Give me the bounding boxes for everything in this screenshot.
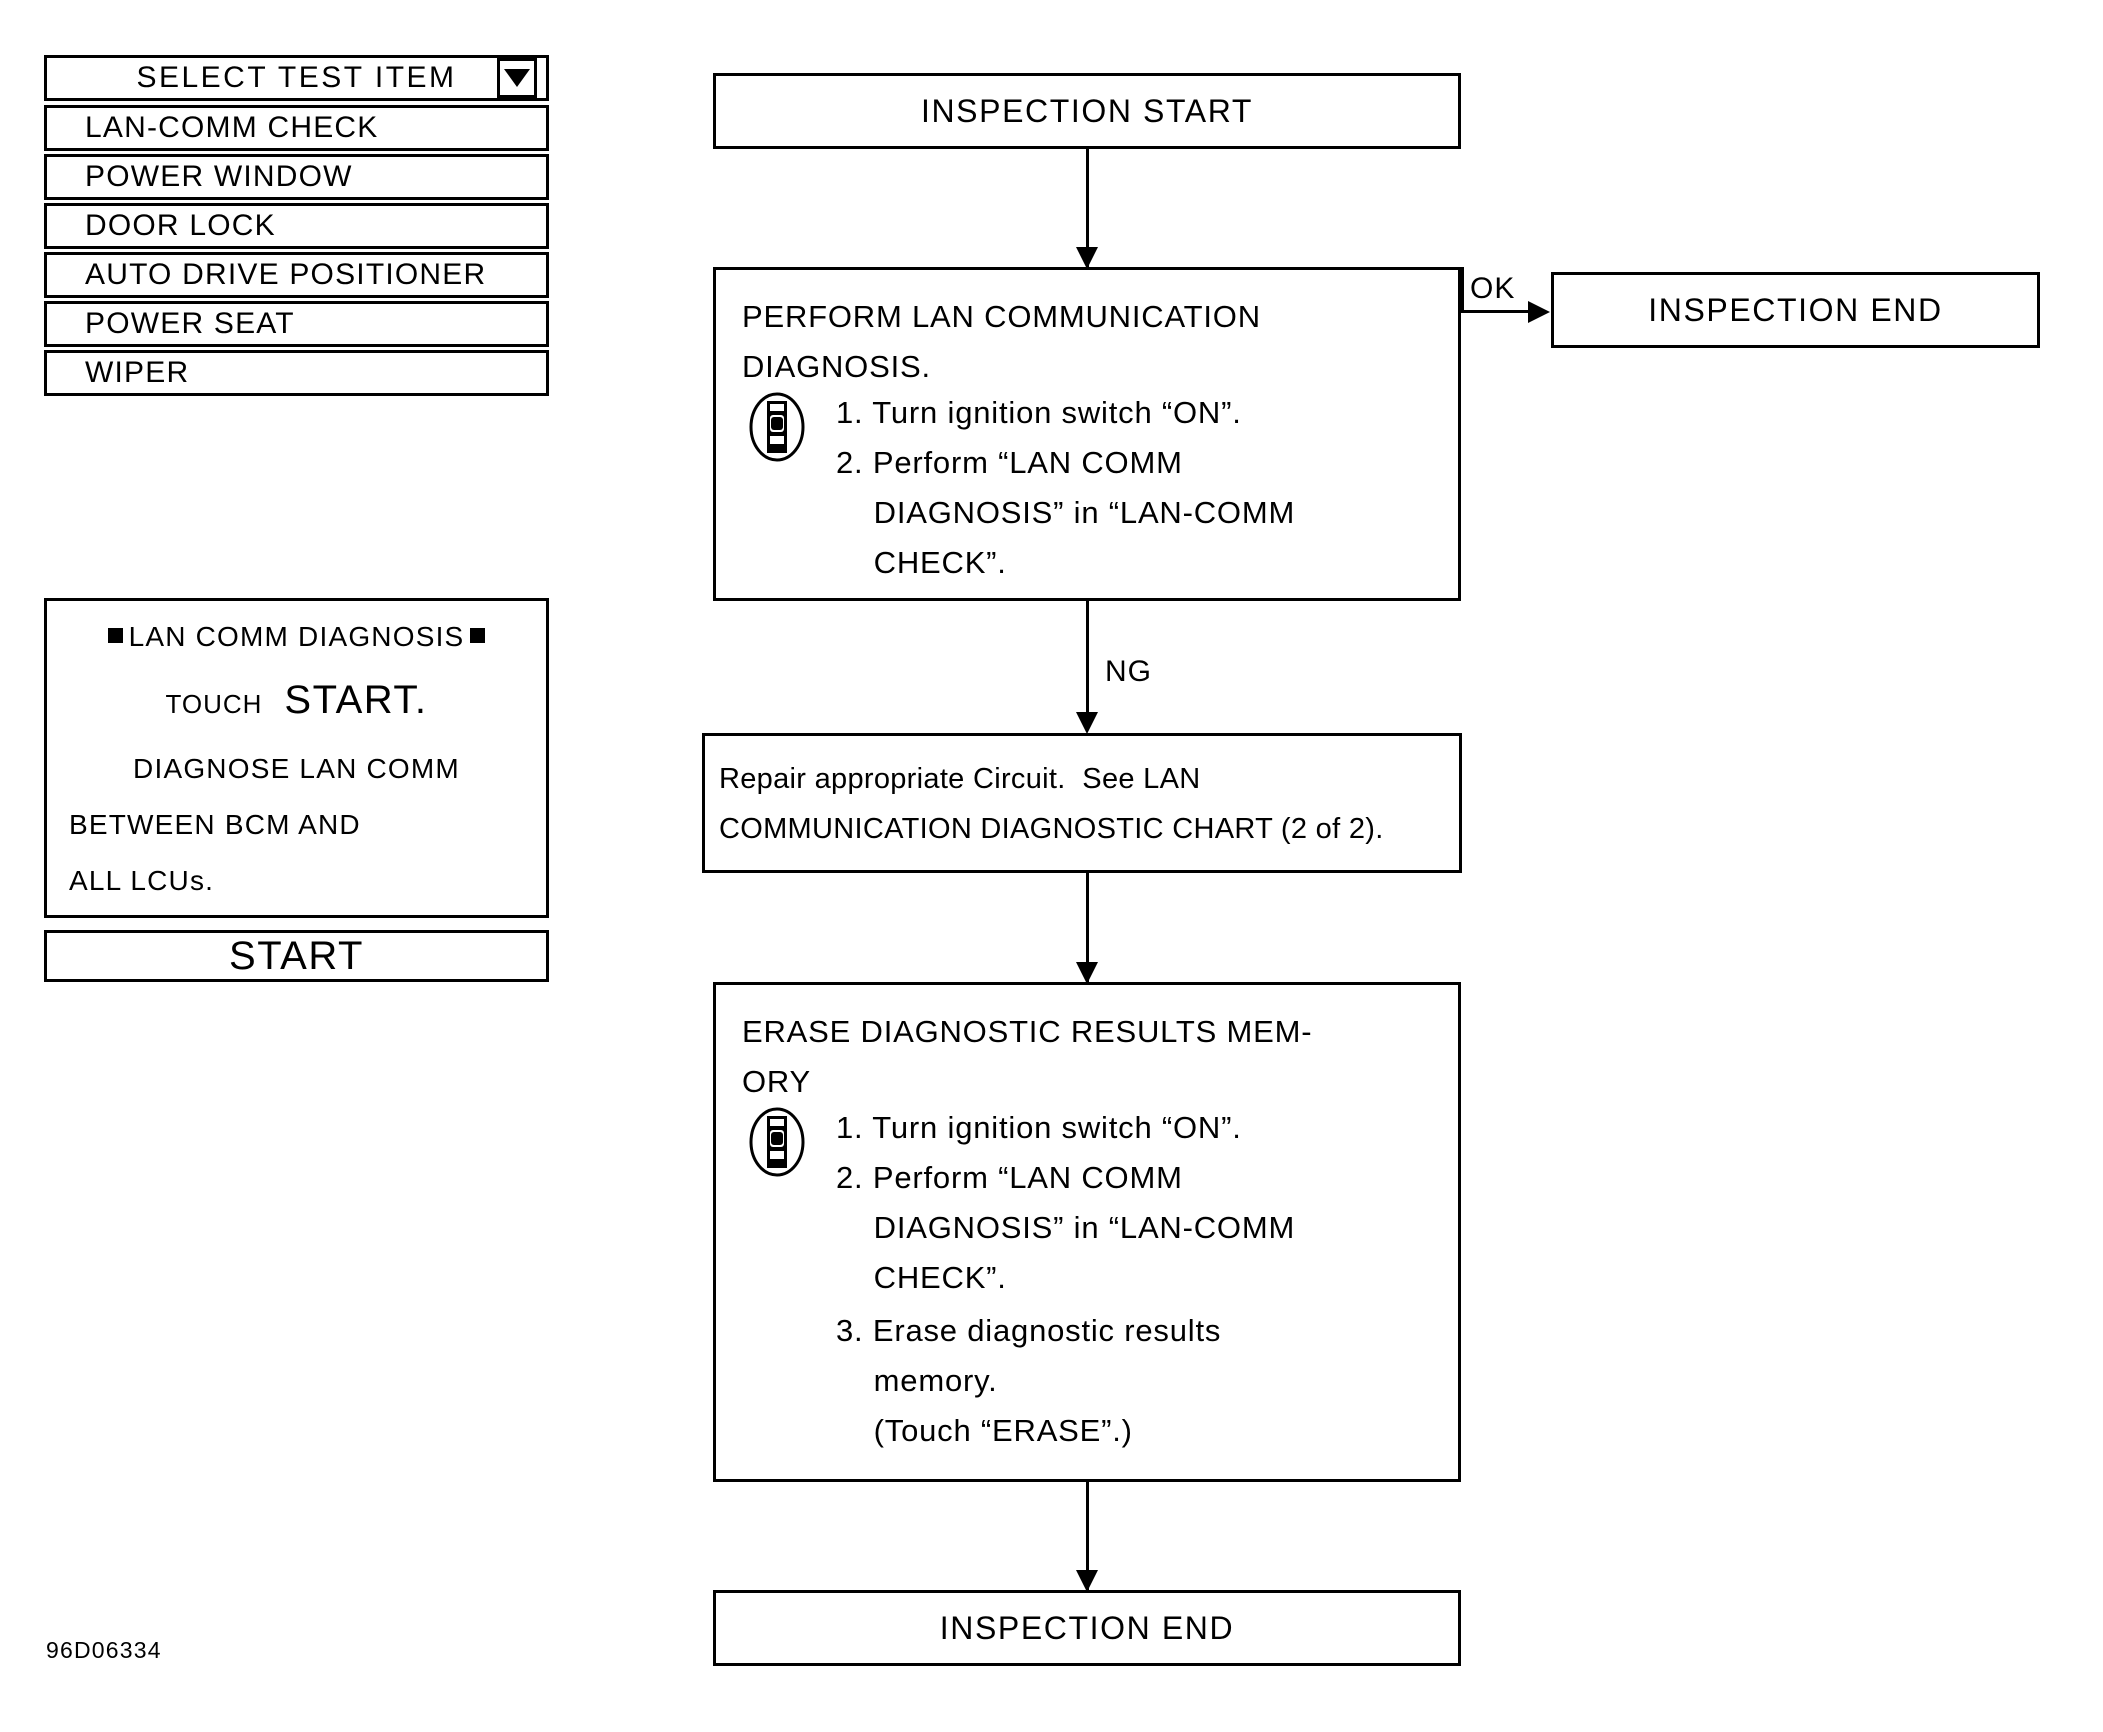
arrow-head-down-icon-erase xyxy=(1076,962,1098,984)
menu-item-label: DOOR LOCK xyxy=(85,209,276,242)
erase-step-2: 2. Perform “LAN COMM xyxy=(836,1160,1183,1195)
edge-label-ng: NG xyxy=(1105,655,1152,688)
start-button[interactable]: START xyxy=(44,930,549,982)
arrow-head-down-icon-final xyxy=(1076,1570,1098,1592)
flow-node-repair-circuit: Repair appropriate Circuit. See LAN COMM… xyxy=(702,733,1462,873)
menu-item-label: POWER WINDOW xyxy=(85,160,353,193)
arrow-head-down-icon-ng xyxy=(1076,712,1098,734)
consult-screen-touch-row: TOUCH START. xyxy=(47,678,546,723)
filled-square-icon-left xyxy=(107,628,123,644)
triangle-down-glyph xyxy=(504,69,530,87)
erase-step-3: 3. Erase diagnostic results xyxy=(836,1313,1222,1348)
flow-edge-ok-vertical xyxy=(1461,267,1464,312)
flow-node-inspection-end-final-label: INSPECTION END xyxy=(939,1609,1235,1646)
figure-id: 96D06334 xyxy=(46,1637,162,1663)
flow-edge-erase-to-end xyxy=(1086,1482,1089,1592)
repair-line2: COMMUNICATION DIAGNOSTIC CHART (2 of 2). xyxy=(719,813,1384,845)
flow-node-inspection-end-ok: INSPECTION END xyxy=(1551,272,2040,348)
perform-step-2-cont1: DIAGNOSIS” in “LAN-COMM xyxy=(836,495,1296,530)
menu-item-power-window[interactable]: POWER WINDOW xyxy=(44,154,549,200)
repair-line1: Repair appropriate Circuit. See LAN xyxy=(719,763,1201,795)
arrow-head-down-icon xyxy=(1076,247,1098,269)
menu-item-door-lock[interactable]: DOOR LOCK xyxy=(44,203,549,249)
perform-step-1: 1. Turn ignition switch “ON”. xyxy=(836,395,1242,430)
erase-heading-line2: ORY xyxy=(742,1064,812,1099)
menu-item-label: WIPER xyxy=(85,356,190,389)
flow-edge-ok-horizontal xyxy=(1461,310,1531,313)
consult-screen-panel: LAN COMM DIAGNOSIS TOUCH START. DIAGNOSE … xyxy=(44,598,549,918)
consult-screen-body-line2: BETWEEN BCM AND xyxy=(69,809,361,840)
flow-edge-start-to-perform xyxy=(1086,149,1089,269)
edge-label-ok: OK xyxy=(1470,272,1516,305)
menu-item-label: POWER SEAT xyxy=(85,307,295,340)
consult-screen-touch-action: START. xyxy=(284,678,428,722)
perform-step-2-cont2: CHECK”. xyxy=(836,545,1007,580)
perform-heading-line2: DIAGNOSIS. xyxy=(742,349,931,384)
perform-step-2: 2. Perform “LAN COMM xyxy=(836,445,1183,480)
menu-item-power-seat[interactable]: POWER SEAT xyxy=(44,301,549,347)
flow-node-perform-diagnosis: PERFORM LAN COMMUNICATION DIAGNOSIS. 1. … xyxy=(713,267,1461,601)
perform-heading-line1: PERFORM LAN COMMUNICATION xyxy=(742,299,1261,334)
consult-screen-body-line1: DIAGNOSE LAN COMM xyxy=(133,753,460,784)
flow-edge-repair-to-erase xyxy=(1086,873,1089,983)
menu-item-lan-comm-check[interactable]: LAN-COMM CHECK xyxy=(44,105,549,151)
filled-square-icon-right xyxy=(470,628,486,644)
flow-node-inspection-start: INSPECTION START xyxy=(713,73,1461,149)
consult-screen-title-row: LAN COMM DIAGNOSIS xyxy=(47,621,546,653)
erase-step-2-cont2: CHECK”. xyxy=(836,1260,1007,1295)
chevron-down-icon[interactable] xyxy=(497,58,537,98)
select-test-item-header[interactable]: SELECT TEST ITEM xyxy=(44,55,549,101)
menu-item-wiper[interactable]: WIPER xyxy=(44,350,549,396)
flow-node-inspection-end-final: INSPECTION END xyxy=(713,1590,1461,1666)
flow-node-inspection-start-label: INSPECTION START xyxy=(920,92,1253,129)
erase-heading-line1: ERASE DIAGNOSTIC RESULTS MEM- xyxy=(742,1014,1313,1049)
flow-node-erase-memory: ERASE DIAGNOSTIC RESULTS MEM- ORY 1. Tur… xyxy=(713,982,1461,1482)
erase-step-3-cont1: memory. xyxy=(836,1363,998,1398)
arrow-head-right-icon xyxy=(1528,301,1550,323)
menu-item-auto-drive-positioner[interactable]: AUTO DRIVE POSITIONER xyxy=(44,252,549,298)
flow-edge-ng-vertical xyxy=(1086,601,1089,723)
consult-screen-touch-label: TOUCH xyxy=(165,689,263,719)
flow-node-inspection-end-ok-label: INSPECTION END xyxy=(1648,291,1943,328)
consult-screen-body-line3: ALL LCUs. xyxy=(69,865,215,896)
erase-step-3-cont2: (Touch “ERASE”.) xyxy=(836,1413,1133,1448)
start-button-label: START xyxy=(229,933,364,978)
menu-item-label: LAN-COMM CHECK xyxy=(85,111,379,144)
erase-step-2-cont1: DIAGNOSIS” in “LAN-COMM xyxy=(836,1210,1296,1245)
menu-item-label: AUTO DRIVE POSITIONER xyxy=(85,258,487,291)
erase-step-1: 1. Turn ignition switch “ON”. xyxy=(836,1110,1242,1145)
consult-tool-icon xyxy=(749,1107,805,1177)
select-test-item-header-label: SELECT TEST ITEM xyxy=(136,61,457,94)
consult-screen-title: LAN COMM DIAGNOSIS xyxy=(128,621,465,652)
consult-tool-icon xyxy=(749,392,805,462)
